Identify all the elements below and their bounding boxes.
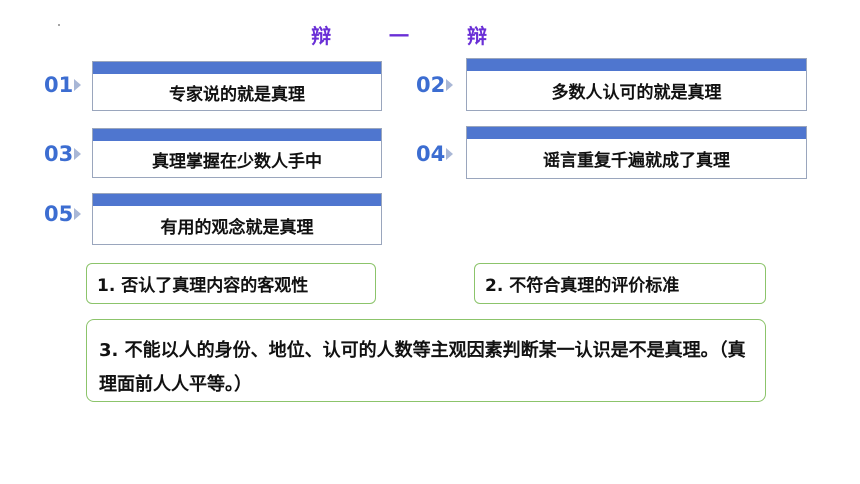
item-number-text: 05: [44, 202, 74, 226]
statement-card-04: 谣言重复千遍就成了真理: [466, 126, 807, 179]
statement-card-03: 真理掌握在少数人手中: [92, 128, 382, 178]
item-number-text: 03: [44, 142, 74, 166]
item-number-02: 02: [416, 73, 454, 97]
statement-card-02: 多数人认可的就是真理: [466, 58, 807, 111]
card-header-bar: [93, 62, 381, 74]
chevron-right-icon: [446, 148, 454, 160]
statement-card-01: 专家说的就是真理: [92, 61, 382, 111]
item-number-text: 01: [44, 73, 74, 97]
decorative-dot: [58, 24, 60, 26]
item-number-01: 01: [44, 73, 82, 97]
title-char-1: 辩: [311, 24, 334, 48]
title-char-2: 一: [389, 24, 411, 48]
card-header-bar: [93, 194, 381, 206]
statement-text: 谣言重复千遍就成了真理: [543, 151, 730, 171]
statement-text: 有用的观念就是真理: [160, 217, 314, 238]
page-title: 辩 一 辩: [0, 20, 800, 49]
card-header-bar: [93, 129, 381, 141]
answer-box-2: 2. 不符合真理的评价标准: [474, 263, 766, 304]
statement-text: 专家说的就是真理: [169, 84, 305, 105]
item-number-text: 02: [416, 73, 446, 97]
item-number-05: 05: [44, 202, 82, 226]
card-header-bar: [467, 59, 806, 71]
answer-box-1: 1. 否认了真理内容的客观性: [86, 263, 376, 304]
item-number-04: 04: [416, 142, 454, 166]
item-number-text: 04: [416, 142, 446, 166]
title-char-3: 辩: [466, 24, 489, 48]
statement-card-05: 有用的观念就是真理: [92, 193, 382, 245]
chevron-right-icon: [74, 208, 82, 220]
item-number-03: 03: [44, 142, 82, 166]
answer-box-3: 3. 不能以人的身份、地位、认可的人数等主观因素判断某一认识是不是真理。（真理面…: [86, 319, 766, 402]
chevron-right-icon: [74, 148, 82, 160]
chevron-right-icon: [446, 79, 454, 91]
statement-text: 多数人认可的就是真理: [551, 83, 722, 103]
chevron-right-icon: [74, 79, 82, 91]
card-header-bar: [467, 127, 806, 139]
statement-text: 真理掌握在少数人手中: [152, 151, 322, 172]
